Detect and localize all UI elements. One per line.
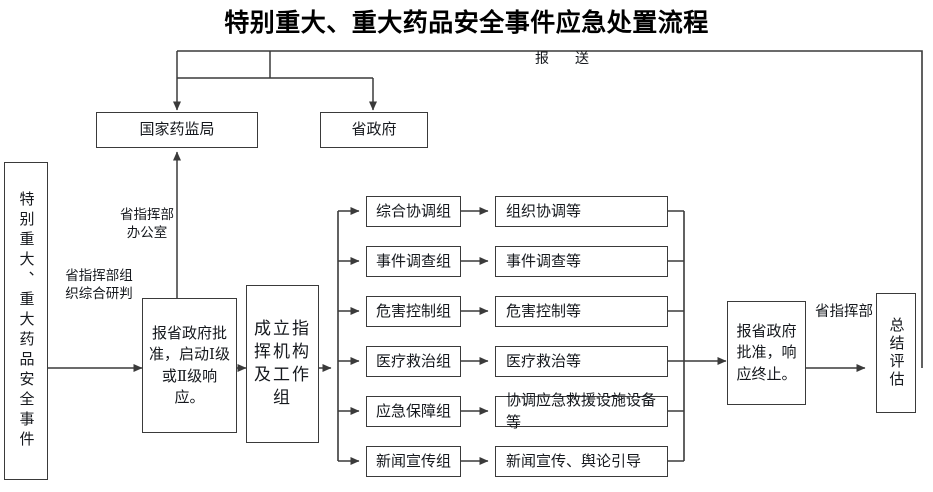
node-setup-org-label: 成立指挥机构及工作组	[254, 319, 311, 408]
node-group-0[interactable]: 综合协调组	[366, 196, 461, 227]
node-duty-2-label: 危害控制等	[506, 301, 582, 320]
node-summary-label: 总结评估	[887, 317, 906, 389]
node-group-1[interactable]: 事件调查组	[366, 246, 461, 277]
node-duty-2[interactable]: 危害控制等	[495, 296, 668, 327]
node-group-5-label: 新闻宣传组	[375, 451, 451, 470]
node-summary[interactable]: 总结评估	[876, 293, 916, 413]
node-duty-4[interactable]: 协调应急救援设施设备等	[495, 391, 668, 431]
edge-label-office: 省指挥部 办公室	[120, 207, 174, 241]
edge-label-judge: 省指挥部组 织综合研判	[65, 268, 133, 302]
node-duty-1[interactable]: 事件调查等	[495, 246, 668, 277]
node-nmpa-label: 国家药监局	[139, 120, 215, 139]
node-group-2[interactable]: 危害控制组	[366, 296, 461, 327]
node-start-response-label: 报省政府批准，启动Ⅰ级或Ⅱ级响应。	[149, 323, 230, 406]
edge-label-command: 省指挥部	[815, 304, 873, 320]
node-duty-3[interactable]: 医疗救治等	[495, 346, 668, 377]
node-group-5[interactable]: 新闻宣传组	[366, 446, 461, 477]
node-end-response-label: 报省政府批准，响应终止。	[736, 322, 797, 383]
node-setup-org[interactable]: 成立指挥机构及工作组	[246, 285, 319, 443]
node-duty-5[interactable]: 新闻宣传、舆论引导	[495, 446, 668, 477]
node-duty-5-label: 新闻宣传、舆论引导	[506, 451, 642, 470]
node-duty-3-label: 医疗救治等	[506, 351, 582, 370]
node-province-gov-label: 省政府	[351, 120, 397, 139]
node-nmpa[interactable]: 国家药监局	[96, 112, 258, 148]
node-group-2-label: 危害控制组	[375, 301, 451, 320]
node-group-4-label: 应急保障组	[375, 401, 451, 420]
node-group-3-label: 医疗救治组	[375, 351, 451, 370]
node-group-1-label: 事件调查组	[375, 251, 451, 270]
edge-label-report: 报 送	[535, 51, 595, 67]
node-group-0-label: 综合协调组	[375, 201, 451, 220]
page-title: 特别重大、重大药品安全事件应急处置流程	[224, 8, 709, 37]
node-duty-0[interactable]: 组织协调等	[495, 196, 668, 227]
node-duty-4-label: 协调应急救援设施设备等	[506, 391, 657, 431]
node-group-3[interactable]: 医疗救治组	[366, 346, 461, 377]
node-duty-1-label: 事件调查等	[506, 251, 582, 270]
node-source[interactable]: 特别重大、重大药品安全事件	[4, 162, 48, 480]
node-start-response[interactable]: 报省政府批准，启动Ⅰ级或Ⅱ级响应。	[142, 298, 237, 433]
node-group-4[interactable]: 应急保障组	[366, 396, 461, 427]
node-end-response[interactable]: 报省政府批准，响应终止。	[727, 301, 806, 405]
node-province-gov[interactable]: 省政府	[320, 112, 428, 148]
node-source-label: 特别重大、重大药品安全事件	[17, 191, 36, 451]
node-duty-0-label: 组织协调等	[506, 201, 582, 220]
